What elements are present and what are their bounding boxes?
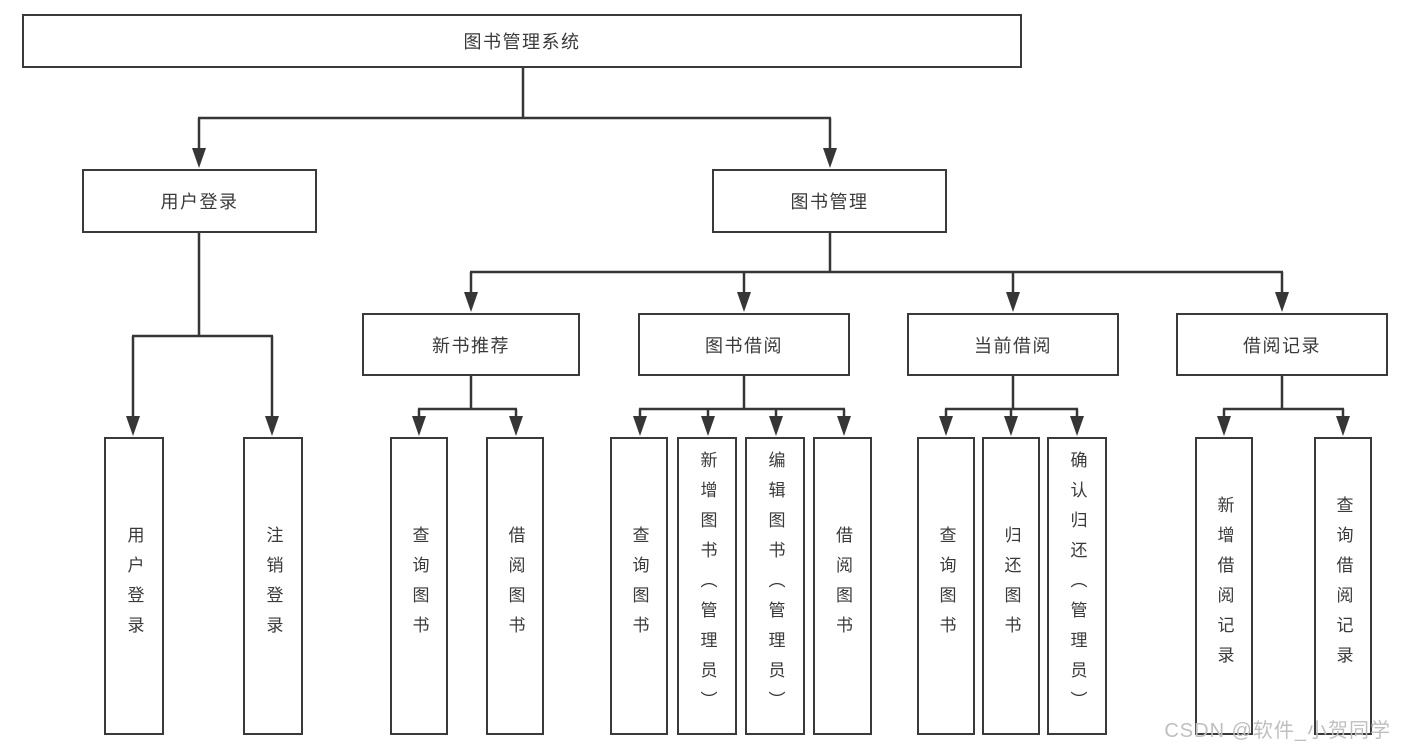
leaf-query-book-3-label: 查询图书 [936, 526, 956, 646]
leaf-borrow-book-2-label: 借阅图书 [833, 526, 852, 646]
leaf-add-borrow-record-label: 新增借阅记录 [1214, 496, 1234, 676]
connector-book-borrow-to-leaves [633, 376, 851, 436]
node-book-borrow-label: 图书借阅 [705, 335, 783, 356]
connector-book-mgmt-to-level3 [464, 233, 1289, 312]
leaf-logout-label: 注销登录 [263, 526, 283, 646]
leaf-query-borrow-record-label: 查询借阅记录 [1333, 496, 1353, 676]
leaf-query-book-2-label: 查询图书 [629, 526, 649, 646]
leaf-query-book-3: 查询图书 [917, 437, 975, 735]
node-book-management-label: 图书管理 [790, 192, 869, 212]
node-borrow-records-label: 借阅记录 [1243, 335, 1321, 356]
node-borrow-records: 借阅记录 [1176, 313, 1388, 376]
leaf-query-book-1-label: 查询图书 [409, 526, 429, 646]
leaf-add-book-admin: 新增图书（管理员） [677, 437, 737, 735]
connector-borrow-records-to-leaves [1217, 376, 1350, 436]
leaf-user-login-label: 用户登录 [124, 526, 144, 646]
leaf-query-book-2: 查询图书 [610, 437, 668, 735]
node-root-label: 图书管理系统 [463, 32, 581, 52]
node-root: 图书管理系统 [22, 14, 1022, 68]
connector-user-login-to-leaves [126, 233, 279, 436]
node-new-book-recommend-label: 新书推荐 [432, 335, 510, 356]
leaf-add-book-admin-label: 新增图书（管理员） [697, 451, 717, 721]
leaf-return-book: 归还图书 [982, 437, 1040, 735]
connector-new-book-to-leaves [412, 376, 523, 436]
connector-current-borrow-to-leaves [939, 376, 1084, 436]
leaf-query-book-1: 查询图书 [390, 437, 448, 735]
connector-root-to-level2 [192, 68, 837, 168]
node-user-login-label: 用户登录 [160, 192, 239, 212]
leaf-logout: 注销登录 [243, 437, 303, 735]
leaf-confirm-return-admin-label: 确认归还（管理员） [1067, 451, 1087, 721]
leaf-query-borrow-record: 查询借阅记录 [1314, 437, 1372, 735]
leaf-edit-book-admin-label: 编辑图书（管理员） [765, 451, 785, 721]
node-book-borrow: 图书借阅 [638, 313, 850, 376]
leaf-borrow-book-1: 借阅图书 [486, 437, 544, 735]
csdn-watermark: CSDN @软件_小贺同学 [1164, 720, 1391, 742]
node-current-borrow: 当前借阅 [907, 313, 1119, 376]
node-user-login: 用户登录 [82, 169, 317, 233]
leaf-borrow-book-1-label: 借阅图书 [505, 526, 525, 646]
leaf-user-login: 用户登录 [104, 437, 164, 735]
leaf-edit-book-admin: 编辑图书（管理员） [745, 437, 805, 735]
leaf-return-book-label: 归还图书 [1001, 526, 1021, 646]
leaf-borrow-book-2: 借阅图书 [813, 437, 872, 735]
leaf-confirm-return-admin: 确认归还（管理员） [1047, 437, 1107, 735]
node-new-book-recommend: 新书推荐 [362, 313, 580, 376]
node-current-borrow-label: 当前借阅 [974, 335, 1052, 356]
leaf-add-borrow-record: 新增借阅记录 [1195, 437, 1253, 735]
node-book-management: 图书管理 [712, 169, 947, 233]
